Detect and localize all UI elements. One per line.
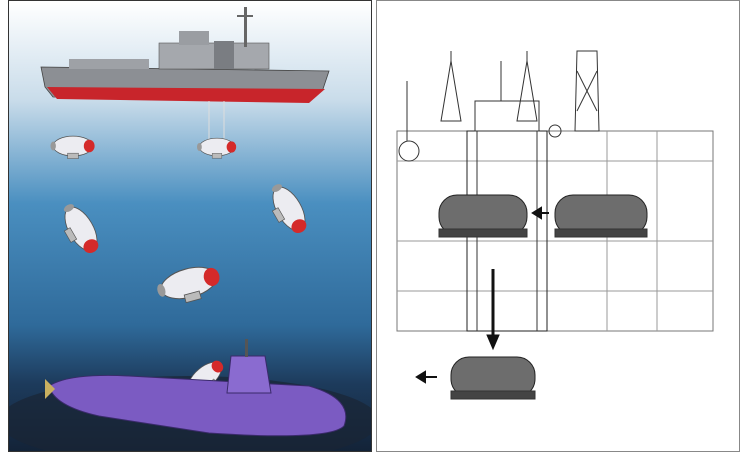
- rescue-vehicle-hangar: [438, 194, 528, 238]
- rescue-illustration: [9, 1, 371, 451]
- ship-structure: [396, 100, 714, 332]
- rescue-vehicle-stowed: [554, 194, 648, 238]
- surface-ship: [40, 7, 330, 103]
- arrow-down-icon: [486, 269, 500, 351]
- rescue-vehicle-launched: [450, 356, 536, 400]
- submarine: [45, 339, 347, 437]
- arrow-left-icon: [415, 370, 437, 384]
- arrow-left-icon: [531, 206, 549, 220]
- rescue-illustration-panel: [8, 0, 372, 452]
- lowering-cables: [208, 101, 225, 141]
- launch-diagram: [396, 50, 714, 400]
- cranes: [406, 50, 600, 141]
- launch-diagram-panel: [376, 0, 740, 452]
